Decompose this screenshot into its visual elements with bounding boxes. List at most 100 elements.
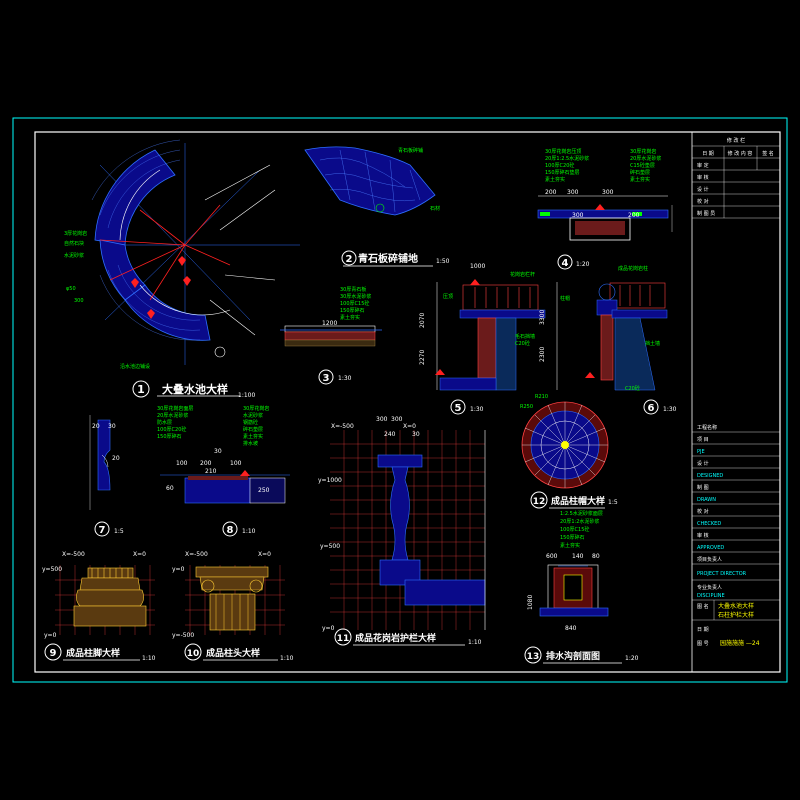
d13-dim-4: 1080	[527, 595, 534, 610]
drawing-name-label: 图 名	[697, 603, 709, 610]
project-name-label: 工程名称	[697, 424, 717, 431]
revision-header: 修 改 栏	[727, 137, 745, 144]
svg-text:C15砼垫层: C15砼垫层	[630, 162, 655, 169]
svg-text:项 目: 项 目	[697, 437, 709, 443]
svg-text:碎石垫层: 碎石垫层	[243, 426, 263, 433]
svg-text:1:10: 1:10	[142, 655, 156, 662]
d11-dim-1: 300	[376, 416, 388, 423]
d11-dim-3: 240	[384, 431, 396, 438]
d11-y1000: y=1000	[318, 477, 342, 484]
label-title-9: 成品柱脚大样	[66, 647, 120, 659]
svg-text:专业负责人: 专业负责人	[697, 584, 722, 591]
d13-dim-3: 80	[592, 553, 600, 560]
svg-text:审 核: 审 核	[697, 174, 709, 181]
d8-dim-1: 100	[176, 460, 188, 467]
svg-text:制 图: 制 图	[697, 484, 709, 491]
detail-label-3: 3 1:30	[318, 369, 352, 385]
svg-text:设 计: 设 计	[697, 460, 709, 467]
label-scale-1: 1:100	[238, 392, 255, 399]
svg-text:30厚水泥砂浆: 30厚水泥砂浆	[340, 293, 371, 300]
detail-10-column-capital: X=-500 X=0 y=0 y=-500	[172, 551, 285, 639]
d11-y0: y=0	[322, 625, 335, 632]
svg-text:1:5: 1:5	[114, 528, 124, 535]
d8-dim-6: 210	[205, 468, 217, 475]
drawing-name-value-2: 石柱护栏大样	[718, 611, 754, 619]
d9-y500: y=500	[42, 566, 62, 573]
svg-text:柱帽: 柱帽	[560, 295, 570, 302]
d8-dim-5: 60	[166, 485, 174, 492]
d5-dim-1: 1000	[470, 263, 485, 270]
d7-dim-2: 30	[108, 423, 116, 430]
svg-text:DESIGNED: DESIGNED	[697, 473, 723, 479]
svg-text:150厚碎石: 150厚碎石	[560, 534, 585, 541]
svg-text:150厚碎石垫层: 150厚碎石垫层	[545, 169, 580, 176]
svg-text:30厚花岗岩: 30厚花岗岩	[243, 405, 269, 412]
detail-9-column-base: X=-500 X=0 y=500 y=0	[42, 551, 155, 639]
svg-text:30厚花岗岩面层: 30厚花岗岩面层	[157, 405, 193, 412]
svg-text:1:30: 1:30	[663, 406, 677, 413]
svg-text:PROJECT DIRECTOR: PROJECT DIRECTOR	[697, 571, 747, 577]
label-title-13: 排水沟剖面图	[546, 650, 600, 662]
d11-x0: X=0	[403, 423, 416, 430]
detail-label-4: 4 1:20	[557, 254, 590, 270]
label-num-1: 1	[137, 383, 145, 396]
svg-text:30厚花岗岩压顶: 30厚花岗岩压顶	[545, 148, 581, 155]
svg-text:签 名: 签 名	[762, 150, 774, 157]
svg-text:R210: R210	[535, 394, 548, 400]
svg-text:花岗岩栏杆: 花岗岩栏杆	[510, 271, 535, 278]
drawing-no-label: 图 号	[697, 641, 709, 647]
detail-13-drainage-section: 1:2.5水泥砂浆面层20厚1:2水泥砂浆100厚C15砼150厚碎石素土夯实 …	[527, 510, 609, 632]
svg-text:2: 2	[346, 254, 353, 265]
svg-text:10: 10	[187, 649, 200, 659]
svg-text:日 期: 日 期	[702, 151, 714, 157]
inner-border	[34, 131, 781, 673]
svg-text:φ50: φ50	[66, 286, 76, 292]
svg-text:11: 11	[337, 634, 350, 644]
svg-text:150厚碎石: 150厚碎石	[157, 433, 182, 440]
d4-dim-5: 200	[628, 212, 640, 219]
svg-text:1:30: 1:30	[338, 375, 352, 382]
svg-text:制 图 员: 制 图 员	[697, 210, 715, 217]
d4-dim-4: 300	[572, 212, 584, 219]
detail-label-10: 10 成品柱头大样 1:10	[184, 643, 294, 662]
detail-label-5: 5 1:30	[450, 399, 484, 415]
svg-text:PJE: PJE	[697, 449, 705, 455]
d6-dim-2: 2300	[539, 347, 546, 362]
detail-12-column-cap-plan: R250 R210	[520, 394, 609, 489]
d8-dim-7: 250	[258, 487, 270, 494]
svg-text:校 对: 校 对	[697, 198, 709, 205]
svg-text:碎石垫层: 碎石垫层	[630, 169, 650, 176]
detail-2-paving-plan: 青石板碎铺 石材	[304, 146, 440, 216]
svg-text:13: 13	[527, 652, 540, 662]
d9-y0: y=0	[44, 632, 57, 639]
svg-text:1:5: 1:5	[608, 499, 618, 506]
d10-yneg: y=-500	[172, 632, 194, 639]
svg-text:4: 4	[562, 258, 569, 269]
svg-text:300: 300	[74, 298, 84, 304]
svg-text:压顶: 压顶	[443, 294, 453, 300]
svg-text:20厚1:2.5水泥砂浆: 20厚1:2.5水泥砂浆	[545, 155, 589, 162]
svg-text:素土夯实: 素土夯实	[340, 314, 360, 321]
title-block: 修 改 栏 日 期 修 改 内 容 签 名 审 定 审 核 设 计 校 对 制 …	[691, 132, 780, 672]
detail-label-7: 7 1:5	[94, 521, 124, 537]
outer-border	[12, 117, 788, 683]
d8-dim-3: 100	[230, 460, 242, 467]
svg-text:校 对: 校 对	[697, 508, 709, 515]
svg-text:水泥砂浆: 水泥砂浆	[64, 252, 84, 259]
d10-y0: y=0	[172, 566, 185, 573]
svg-text:素土夯实: 素土夯实	[560, 542, 580, 549]
svg-text:挡土墙: 挡土墙	[645, 340, 660, 347]
svg-text:R250: R250	[520, 404, 533, 410]
svg-text:100厚C15砼: 100厚C15砼	[340, 300, 369, 307]
svg-text:150厚碎石: 150厚碎石	[340, 307, 365, 314]
svg-text:100厚C15砼: 100厚C15砼	[560, 526, 589, 533]
svg-text:C20砼: C20砼	[625, 385, 640, 392]
svg-text:青石板碎铺: 青石板碎铺	[398, 147, 423, 154]
svg-text:沿水池边铺设: 沿水池边铺设	[120, 363, 150, 370]
svg-text:30厚青石板: 30厚青石板	[340, 286, 366, 293]
